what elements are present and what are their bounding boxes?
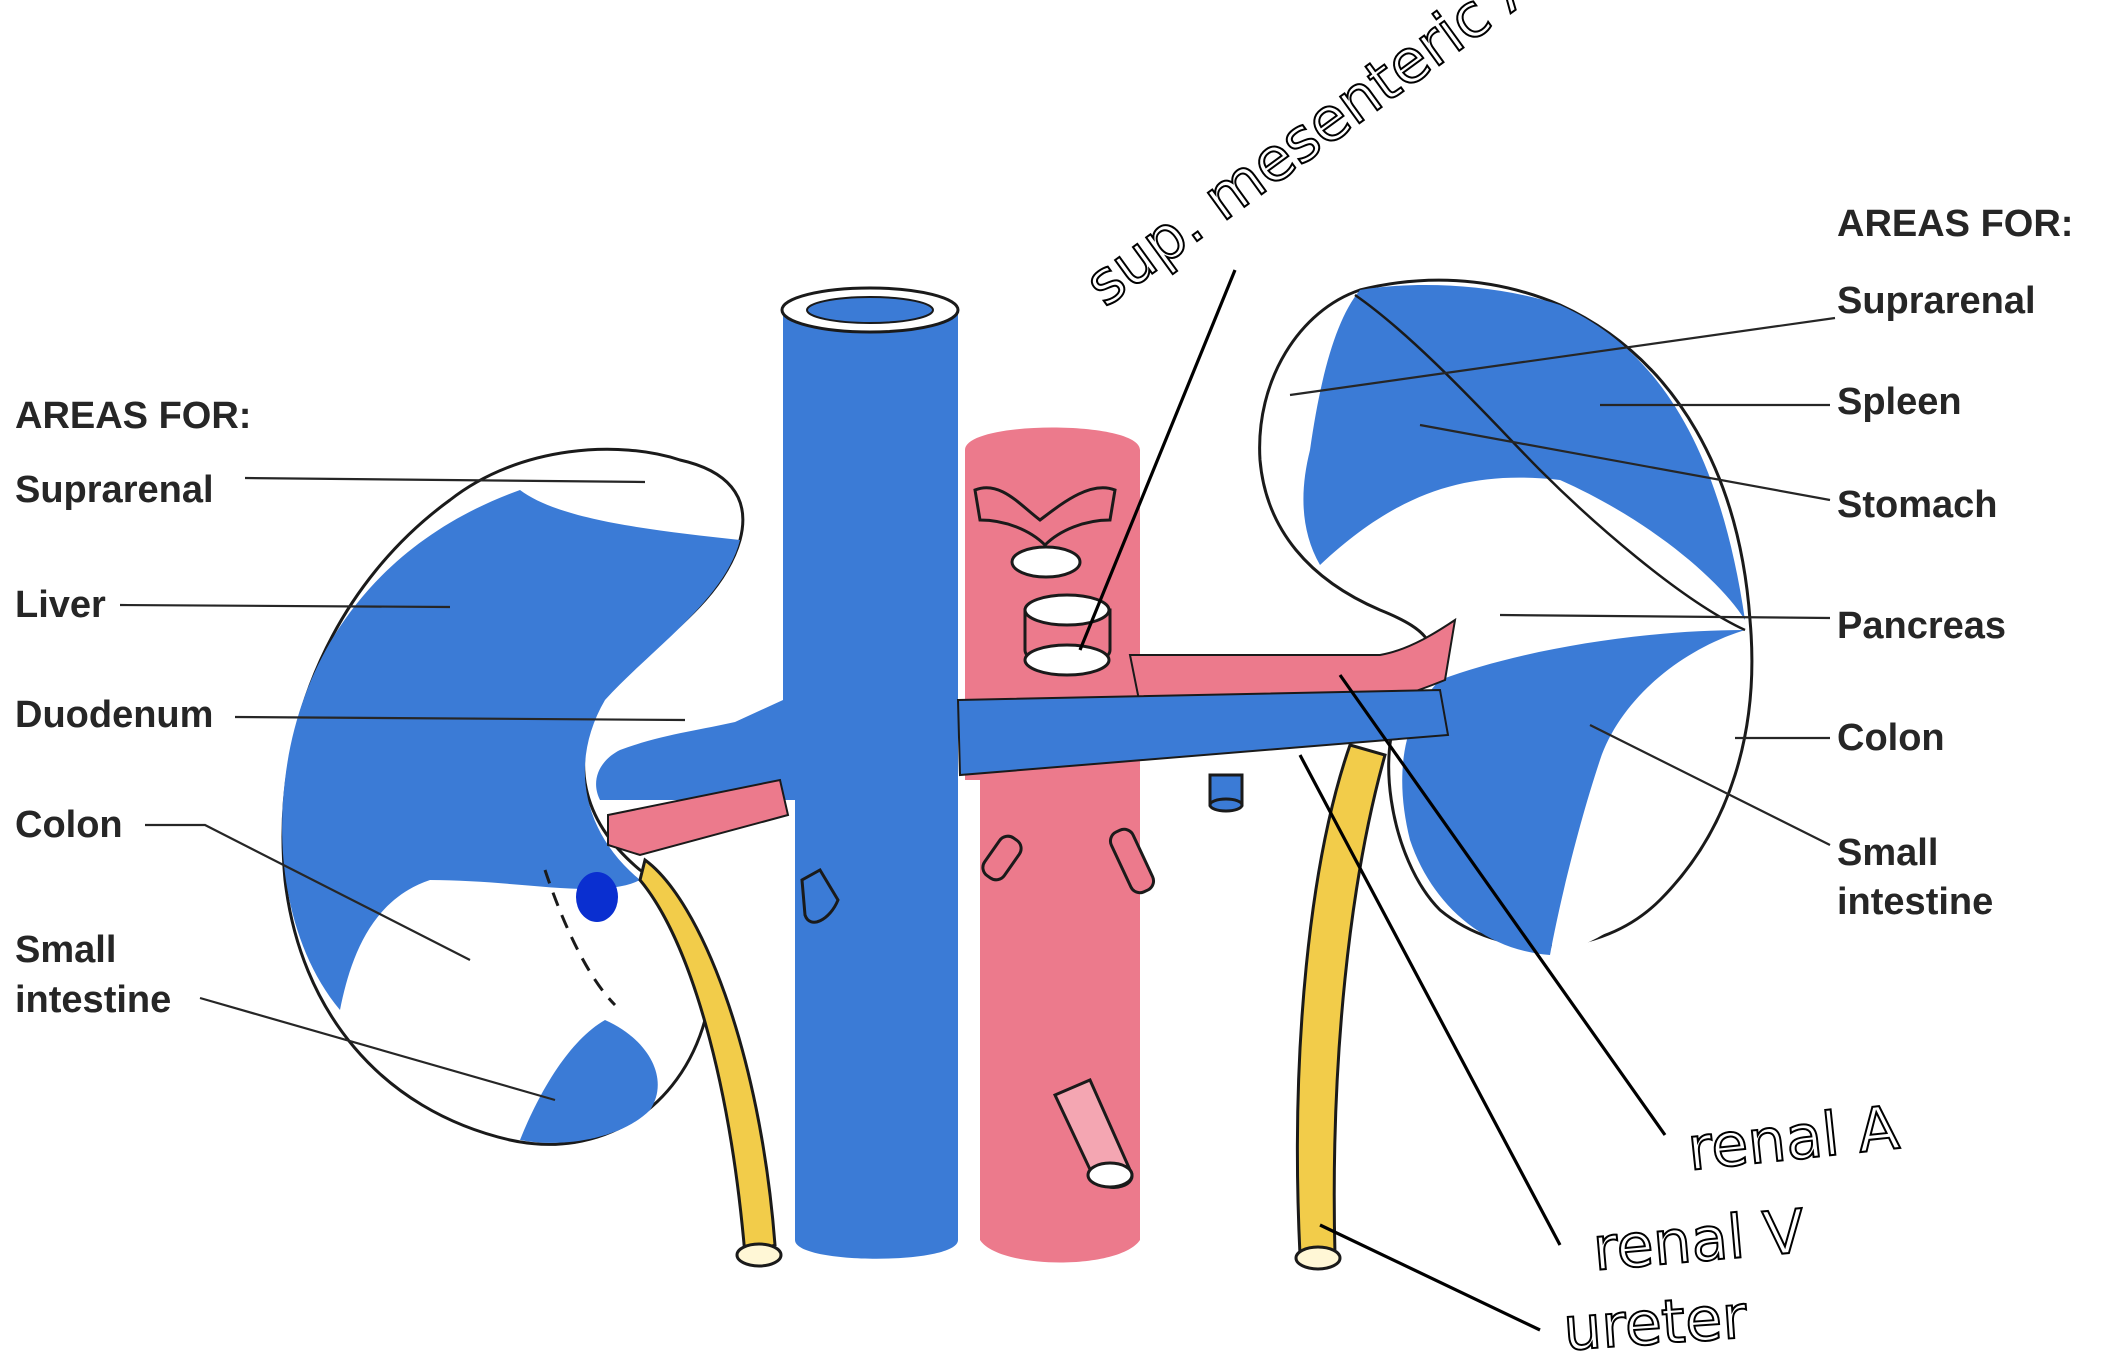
right-label-colon: Colon	[1837, 717, 1945, 759]
ureter-right-opening	[737, 1244, 781, 1266]
right-areas-heading: AREAS FOR:	[1837, 203, 2073, 245]
left-label-liver: Liver	[15, 584, 106, 626]
inferior-vena-cava	[596, 288, 958, 1259]
ureter-left	[1297, 745, 1385, 1255]
right-label-spleen: Spleen	[1837, 381, 1962, 423]
left-areas-heading: AREAS FOR:	[15, 395, 251, 437]
sup-mesenteric-lumen	[1025, 645, 1109, 675]
hand-ureter: ureter	[1561, 1282, 1749, 1357]
ivc-lumen	[807, 297, 933, 323]
right-label-small: Small	[1837, 832, 1938, 874]
marker-dot	[576, 872, 618, 922]
right-label-suprarenal: Suprarenal	[1837, 280, 2036, 322]
ureter-left-opening	[1296, 1247, 1340, 1269]
hand-renal-vein: renal V	[1590, 1197, 1807, 1285]
hand-renal-artery: renal A	[1684, 1093, 1902, 1185]
gonadal-vein-opening	[1210, 799, 1242, 811]
celiac-opening	[1012, 547, 1080, 577]
hand-sup-mesenteric: sup. mesenteric A	[1073, 0, 1553, 320]
left-label-colon: Colon	[15, 804, 123, 846]
left-label-intestine: intestine	[15, 979, 171, 1021]
left-label-small: Small	[15, 929, 116, 971]
left-label-suprarenal: Suprarenal	[15, 469, 214, 511]
left-label-duodenum: Duodenum	[15, 694, 213, 736]
aorta	[965, 428, 1157, 1263]
right-label-intestine: intestine	[1837, 881, 1993, 923]
right-label-stomach: Stomach	[1837, 484, 1997, 526]
inferior-mesenteric-opening	[1088, 1163, 1132, 1187]
right-label-pancreas: Pancreas	[1837, 605, 2006, 647]
